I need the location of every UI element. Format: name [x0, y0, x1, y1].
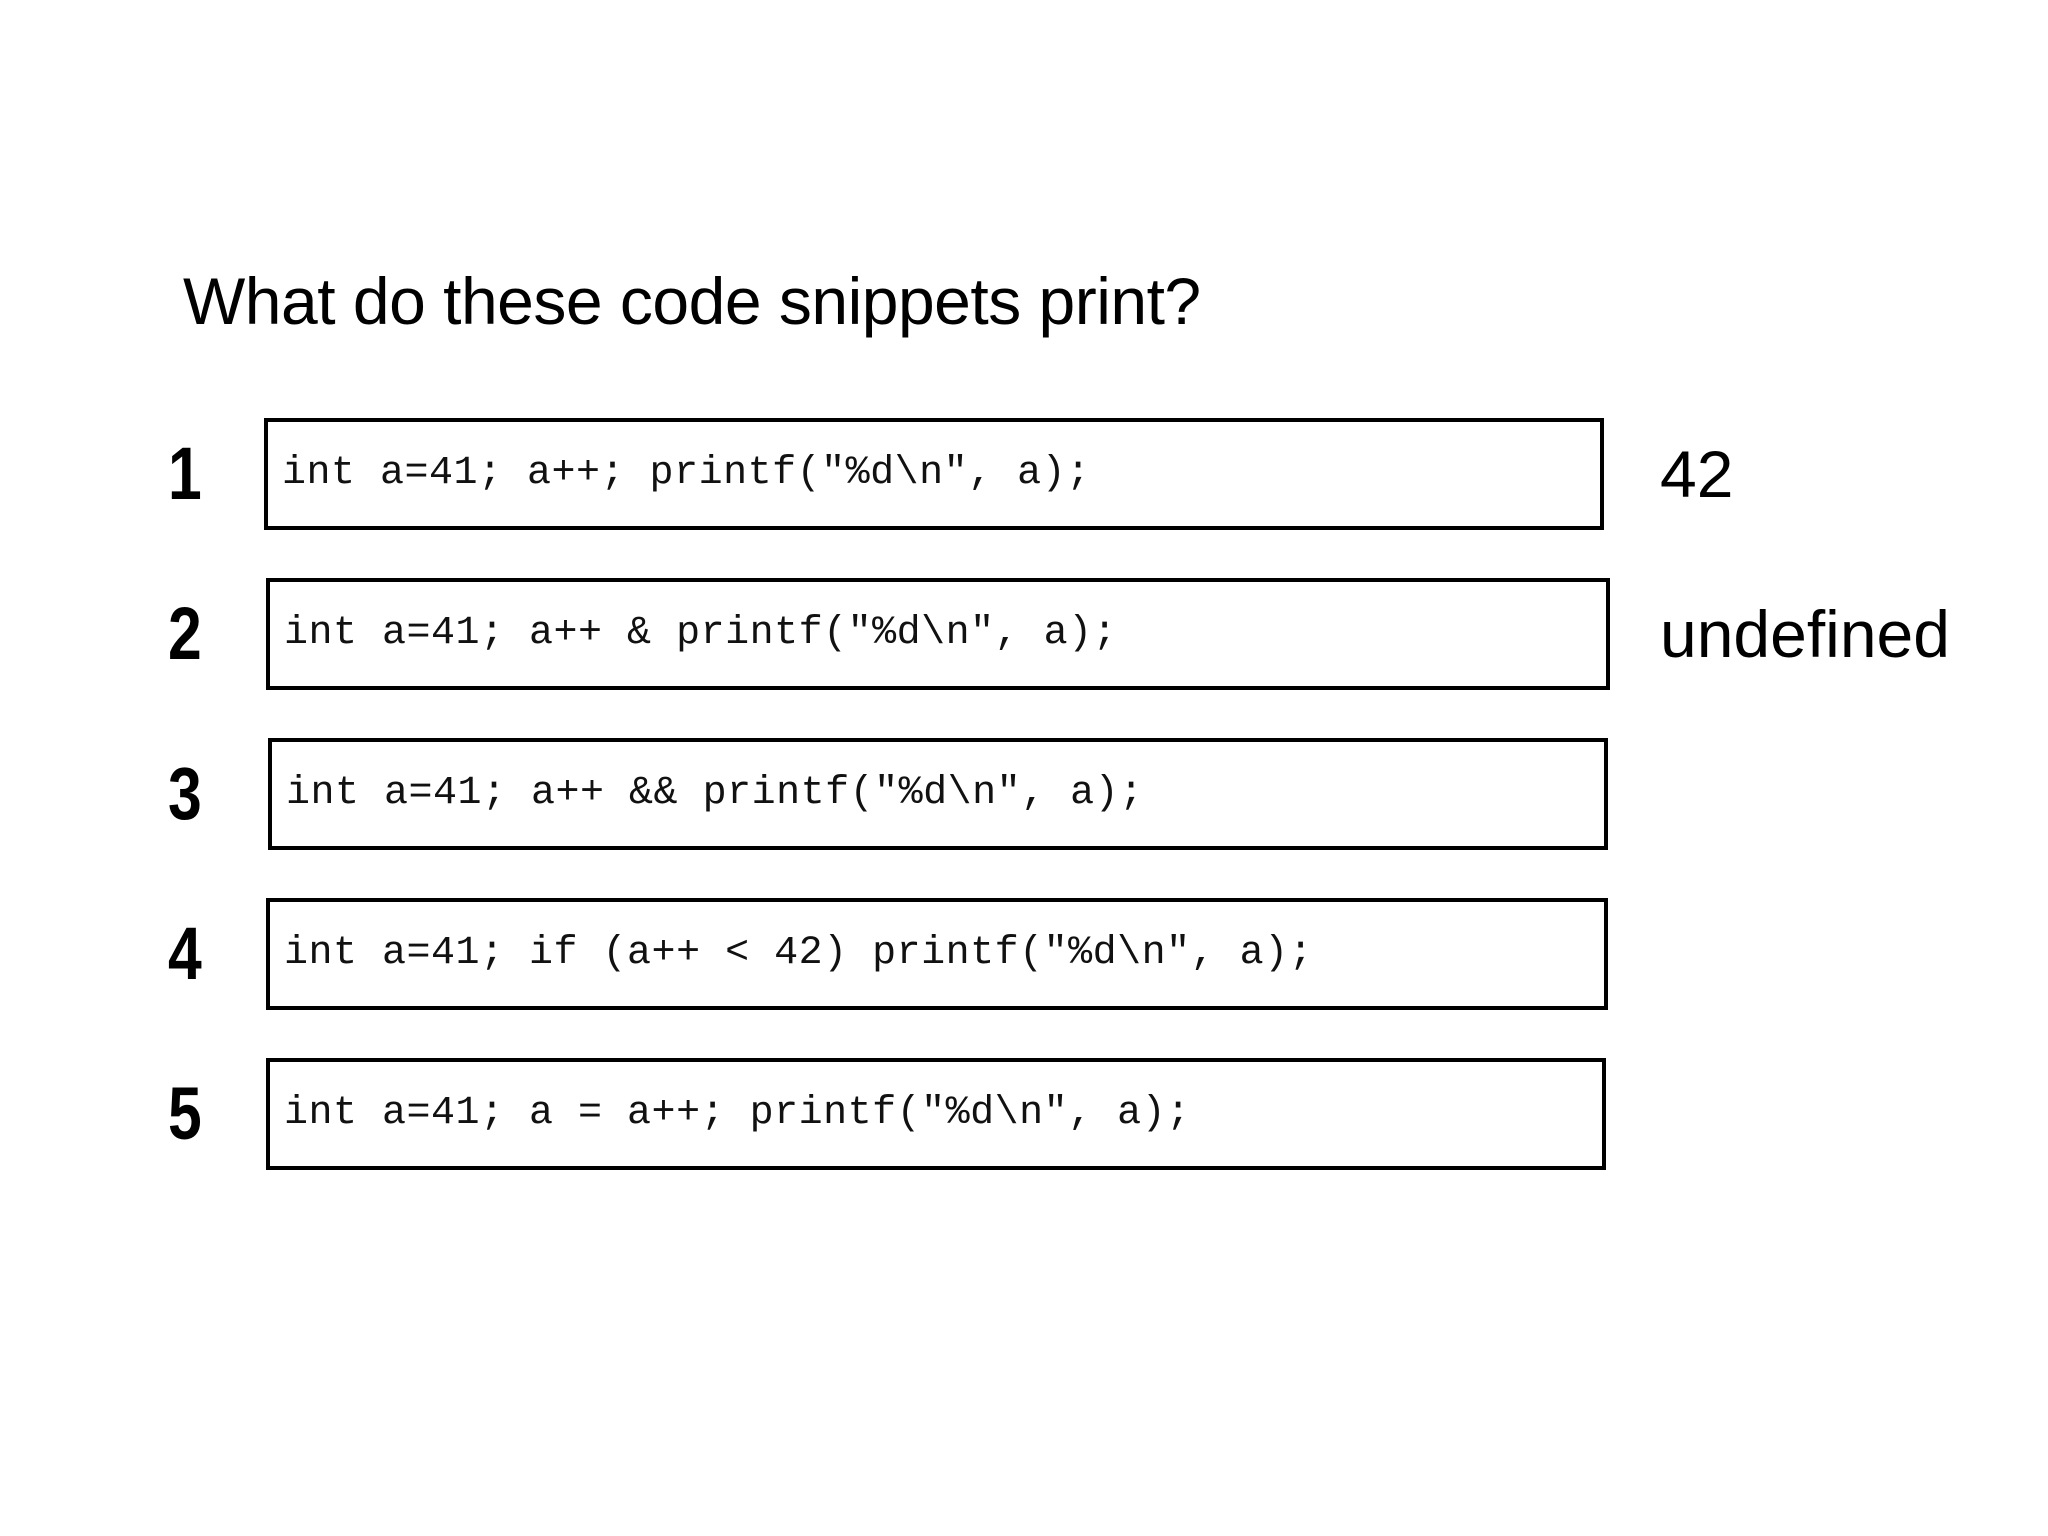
snippet-number-1: 1: [168, 432, 202, 515]
answer-label-1: 42: [1660, 437, 1734, 511]
page-title: What do these code snippets print?: [183, 264, 1201, 338]
code-snippet-4: int a=41; if (a++ < 42) printf("%d\n", a…: [284, 931, 1314, 976]
code-box-1[interactable]: int a=41; a++; printf("%d\n", a);: [264, 418, 1604, 530]
answer-label-2: undefined: [1660, 597, 1950, 671]
code-snippet-3: int a=41; a++ && printf("%d\n", a);: [286, 771, 1144, 816]
snippet-row: 2 int a=41; a++ & printf("%d\n", a); und…: [0, 578, 2048, 698]
snippet-row: 5 int a=41; a = a++; printf("%d\n", a);: [0, 1058, 2048, 1178]
code-snippet-2: int a=41; a++ & printf("%d\n", a);: [284, 611, 1118, 656]
code-snippet-5: int a=41; a = a++; printf("%d\n", a);: [284, 1091, 1191, 1136]
snippet-row: 3 int a=41; a++ && printf("%d\n", a);: [0, 738, 2048, 858]
snippet-row: 4 int a=41; if (a++ < 42) printf("%d\n",…: [0, 898, 2048, 1018]
code-box-5[interactable]: int a=41; a = a++; printf("%d\n", a);: [266, 1058, 1606, 1170]
code-snippet-1: int a=41; a++; printf("%d\n", a);: [282, 451, 1091, 496]
snippet-number-5: 5: [168, 1072, 202, 1155]
code-box-3[interactable]: int a=41; a++ && printf("%d\n", a);: [268, 738, 1608, 850]
snippet-number-3: 3: [168, 752, 202, 835]
code-box-4[interactable]: int a=41; if (a++ < 42) printf("%d\n", a…: [266, 898, 1608, 1010]
snippet-number-2: 2: [168, 592, 202, 675]
code-box-2[interactable]: int a=41; a++ & printf("%d\n", a);: [266, 578, 1610, 690]
snippet-row: 1 int a=41; a++; printf("%d\n", a); 42: [0, 418, 2048, 538]
snippet-number-4: 4: [168, 912, 202, 995]
